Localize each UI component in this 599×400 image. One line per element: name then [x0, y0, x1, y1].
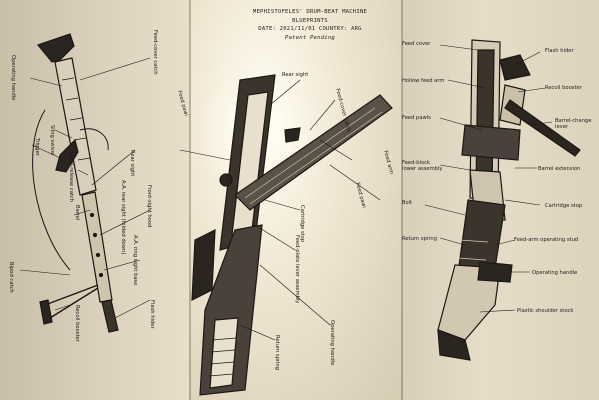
blueprint-patent: Patent Pending [285, 34, 335, 41]
label-operating-handle-mid: Operating handle [329, 320, 335, 366]
label-bolt: Bolt [402, 200, 413, 206]
label-recoil-booster: Recoil booster [74, 305, 80, 342]
right-leader-lines [424, 44, 553, 313]
middle-leader-lines [179, 79, 381, 341]
label-sling-swivel: Sling swivel [49, 125, 55, 156]
label-barrel-change-lever: Barrel-change lever [555, 118, 592, 130]
label-plastic-shoulder-stock: Plastic shoulder stock [517, 308, 574, 314]
left-leader-lines [19, 57, 151, 319]
label-trigger: Trigger [34, 138, 40, 156]
label-flash-hider: Flash hider [149, 300, 155, 329]
label-recoil-booster-right: Recoil booster [545, 85, 582, 91]
label-bipod-catch: Bipod catch [8, 262, 14, 293]
label-hollow-feed-arm: Hollow feed arm [402, 78, 445, 84]
label-cartridge-stop-right: Cartridge stop [545, 203, 583, 209]
label-feed-plate-lever-assembly: Feed-plate lever assembly [294, 235, 300, 304]
label-barrel-extension: Barrel extension [538, 166, 581, 172]
blueprint-date-line: DATE: 2021/11/01 COUNTRY: ARG [258, 26, 362, 32]
label-operating-handle-right: Operating handle [532, 270, 578, 276]
label-feed-arm-operating-stud: Feed-arm operating stud [514, 237, 579, 243]
left-gun-drawing [32, 33, 119, 333]
label-rear-sight: Rear sight [129, 150, 135, 177]
blueprint-header: MEPHISTOFELES' DRUM-BEAT MACHINE BLUEPRI… [225, 8, 395, 42]
label-operating-handle: Operating handle [10, 55, 16, 101]
label-aa-ring-sight-base: A.A. ring sight base [132, 235, 138, 286]
paper-fold [189, 0, 191, 400]
label-return-spring-mid: Return spring [274, 335, 280, 371]
label-aa-rear-sight: A.A. rear sight (folded down) [120, 180, 126, 255]
middle-receiver-drawing [191, 74, 393, 396]
label-feed-cover-catch: Feed-cover catch [152, 30, 158, 75]
label-barrel-release-catch: Barrel-release catch [68, 150, 74, 203]
right-gun-drawing [437, 39, 581, 361]
label-feed-block-lower-assembly: Feed-block lower assembly [402, 160, 443, 172]
label-barrel: Barrel [74, 205, 80, 221]
label-return-spring-right: Return spring [402, 236, 438, 242]
label-front-sight-hood: Front-sight hood [146, 185, 152, 228]
paper-fold [401, 0, 403, 400]
label-feed-pawls: Feed pawls [402, 115, 431, 121]
blueprint-subtitle: BLUEPRINTS [292, 17, 328, 24]
label-flash-hider-right: Flash hider [545, 48, 574, 54]
blueprint-title: MEPHISTOFELES' DRUM-BEAT MACHINE [252, 9, 368, 15]
label-feed-cover: Feed cover [402, 41, 431, 47]
label-rear-sight-mid: Rear sight [282, 72, 309, 78]
